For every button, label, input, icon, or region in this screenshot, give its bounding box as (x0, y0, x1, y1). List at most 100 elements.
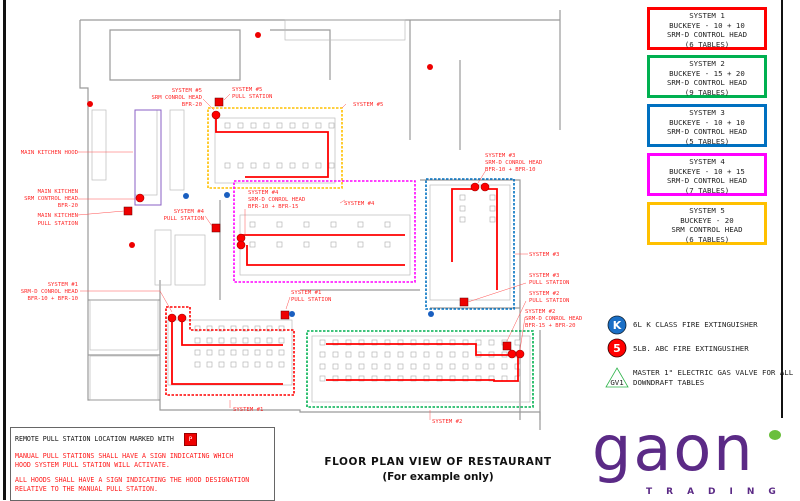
legend-line: BUCKEYE - 10 + 10 (669, 117, 745, 127)
plan-title: FLOOR PLAN VIEW OF RESTAURANT (For examp… (320, 456, 556, 483)
label-s5-ctrl: SYSTEM #5 (172, 88, 202, 94)
chair (345, 375, 352, 382)
chair (315, 162, 322, 169)
gv-symbol: GV1 (610, 378, 623, 387)
chair (462, 363, 469, 370)
chair (410, 339, 417, 346)
chair (249, 221, 256, 228)
legend-line: (9 TABLES) (684, 87, 730, 97)
chair (371, 351, 378, 358)
label-s1-ctrl: SRM-D CONROL HEAD (21, 289, 79, 295)
chair (328, 122, 335, 129)
plan-extinguishers (87, 32, 434, 317)
k-extinguisher-label: 6L K CLASS FIRE EXTINGUISHER (633, 320, 758, 329)
chair (384, 241, 391, 248)
note-paragraph: ALL HOODS SHALL HAVE A SIGN INDICATING T… (15, 476, 270, 494)
chair (194, 349, 201, 356)
legend-line: SRM-D CONTROL HEAD (666, 127, 748, 137)
abc-extinguisher-label: 5LB. ABC FIRE EXTINGUSIHER (633, 344, 749, 353)
chair (397, 351, 404, 358)
chair (345, 363, 352, 370)
s1-pull-station (280, 310, 290, 320)
legend-line: SYSTEM 2 (689, 59, 725, 68)
chair (488, 363, 495, 370)
label-s3-zone: SYSTEM #3 (529, 252, 559, 258)
abc-symbol: 5 (613, 342, 621, 355)
chair (303, 221, 310, 228)
chair (459, 216, 466, 223)
legend-line: BUCKEYE - 15 + 20 (669, 68, 745, 78)
chair (278, 337, 285, 344)
chair (436, 363, 443, 370)
symbol-legend: K 6L K CLASS FIRE EXTINGUISHER 5 5LB. AB… (605, 315, 794, 388)
chair (371, 363, 378, 370)
piping (171, 112, 519, 385)
chair (357, 241, 364, 248)
s1-control-head (167, 313, 177, 323)
chair (319, 375, 326, 382)
chair (358, 363, 365, 370)
chair (230, 337, 237, 344)
chair (206, 325, 213, 332)
chair (423, 339, 430, 346)
left-border (3, 0, 6, 500)
chair (250, 162, 257, 169)
label-s4-pull: PULL STATION (164, 216, 204, 222)
label-s2-ctrl: SRM-D CONROL HEAD (525, 316, 583, 322)
label-s4-ctrl: BFR-10 + BFR-15 (248, 204, 299, 210)
control-heads (135, 110, 525, 359)
chair (332, 351, 339, 358)
chair (254, 325, 261, 332)
label-s1-ctrl: SYSTEM #1 (48, 282, 78, 288)
chair (319, 339, 326, 346)
chair (332, 363, 339, 370)
chair (358, 351, 365, 358)
label-s2-ctrl: SYSTEM #2 (525, 309, 555, 315)
gas-valve-icon (605, 367, 629, 388)
chair (315, 122, 322, 129)
pull-station-note: REMOTE PULL STATION LOCATION MARKED WITH… (10, 427, 275, 501)
chair (489, 194, 496, 201)
chair (449, 363, 456, 370)
system-5-zone (207, 107, 343, 189)
chair (194, 325, 201, 332)
chair (319, 351, 326, 358)
chair (224, 122, 231, 129)
chair (194, 361, 201, 368)
chair (263, 122, 270, 129)
chair (514, 339, 521, 346)
leader-lines (77, 93, 528, 420)
s4-pull-station (211, 223, 221, 233)
s5-control-head (211, 110, 221, 120)
label-s5-ctrl: BFR-20 (182, 102, 202, 108)
chair (449, 339, 456, 346)
title-main: FLOOR PLAN VIEW OF RESTAURANT (324, 456, 552, 468)
chair (475, 375, 482, 382)
legend-line: SYSTEM 5 (689, 206, 725, 215)
legend-line: SYSTEM 4 (689, 157, 725, 166)
chair (423, 363, 430, 370)
system-2-zone (306, 330, 534, 408)
logo-sub: TRADING (646, 487, 790, 497)
chair (303, 241, 310, 248)
chair (384, 375, 391, 382)
label-s5-ctrl: SRM CONROL HEAD (151, 95, 202, 101)
chair (489, 205, 496, 212)
chair (224, 162, 231, 169)
chair (397, 375, 404, 382)
gas-valve-label: MASTER 1" ELECTRIC GAS VALVE FOR ALL (633, 368, 794, 377)
label-s3-ctrl: SRM-D CONROL HEAD (485, 160, 543, 166)
legend-line: SRM-D CONTROL HEAD (666, 78, 748, 88)
chair (254, 349, 261, 356)
chair (371, 375, 378, 382)
right-border (781, 0, 783, 418)
note-line: ALL HOODS SHALL HAVE A SIGN INDICATING T… (15, 476, 250, 484)
k-extinguisher-icon (607, 315, 627, 335)
system-3-zone (425, 178, 515, 310)
chair (371, 339, 378, 346)
